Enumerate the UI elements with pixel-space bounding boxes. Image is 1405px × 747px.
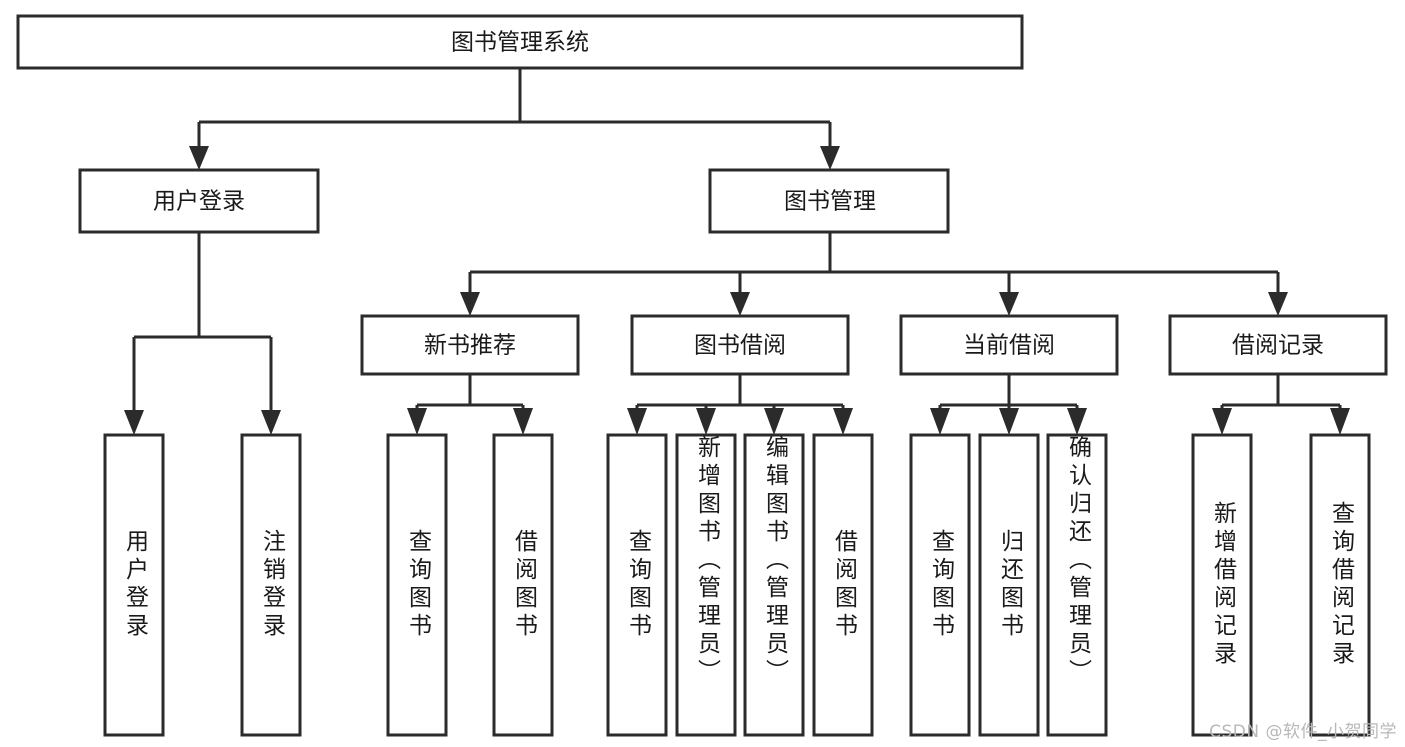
node-new-book-recommend-box[interactable] [360,314,580,376]
node-root-box[interactable] [16,14,1024,70]
arrow-to-current-borrow [999,292,1019,316]
node-leaf-query-book-1-box[interactable] [386,433,448,737]
label-book-borrow: 图书借阅 [694,333,786,359]
arrow-to-leaf-edit-book [764,408,784,435]
node-leaf-add-book-box[interactable] [675,433,737,737]
arrow-to-leaf-confirm-return [1067,408,1087,435]
node-leaf-query-book-3-box[interactable] [909,433,971,737]
label-book-management: 图书管理 [784,189,876,215]
node-leaf-borrow-book-2-box[interactable] [812,433,874,737]
node-book-borrow-box[interactable] [630,314,850,376]
arrow-to-leaf-user-login [124,410,144,435]
label-current-borrow: 当前借阅 [963,333,1055,359]
arrow-to-leaf-return-book [999,408,1019,435]
label-new-book-recommend: 新书推荐 [424,333,516,359]
label-borrow-record: 借阅记录 [1232,333,1324,359]
label-root: 图书管理系统 [451,30,589,56]
node-leaf-query-record-box[interactable] [1309,433,1371,737]
watermark-text: CSDN @软件_小贺同学 [1209,722,1397,742]
node-borrow-record-box[interactable] [1168,314,1388,376]
arrow-to-leaf-logout-login [261,410,281,435]
node-leaf-query-book-2-box[interactable] [606,433,668,737]
arrow-to-borrow-record [1268,292,1288,316]
node-current-borrow-box[interactable] [899,314,1119,376]
arrow-to-new-book [460,292,480,316]
node-leaf-add-record-box[interactable] [1191,433,1253,737]
arrow-to-leaf-query-book-2 [627,408,647,435]
node-layer [16,14,1388,737]
arrow-to-leaf-borrow-book-2 [833,408,853,435]
node-leaf-logout-login-box[interactable] [240,433,302,737]
arrow-to-user-login [189,146,209,170]
node-user-login-box[interactable] [78,168,320,234]
arrow-to-book-management [820,146,840,170]
arrow-to-leaf-add-book [696,408,716,435]
node-leaf-user-login-box[interactable] [103,433,165,737]
arrow-to-book-borrow [730,292,750,316]
node-leaf-return-book-box[interactable] [978,433,1040,737]
node-book-management-box[interactable] [708,168,950,234]
node-leaf-edit-book-box[interactable] [743,433,805,737]
label-layer: 图书管理系统 用户登录 图书管理 新书推荐 图书借阅 当前借阅 借阅记录 [153,30,1324,359]
arrow-to-leaf-query-book-1 [407,408,427,435]
arrow-to-leaf-query-book-3 [930,408,950,435]
connector-layer [124,68,1350,435]
node-leaf-confirm-return-box[interactable] [1046,433,1108,737]
arrow-to-leaf-query-record [1330,408,1350,435]
node-leaf-borrow-book-1-box[interactable] [492,433,554,737]
label-user-login: 用户登录 [153,189,245,215]
arrow-to-leaf-borrow-book-1 [513,408,533,435]
arrow-to-leaf-add-record [1212,408,1232,435]
